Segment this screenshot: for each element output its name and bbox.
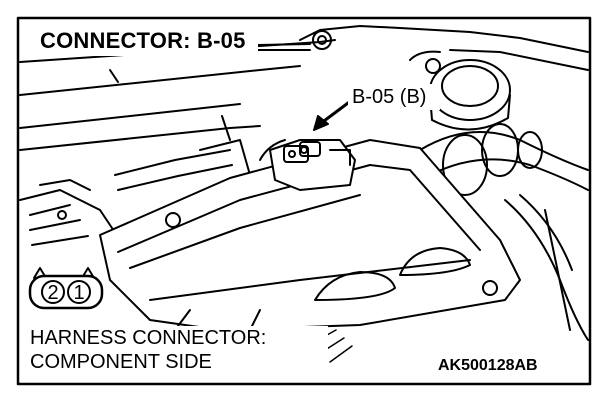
air-cleaner-cover — [99, 139, 521, 331]
pin-1-label: 1 — [73, 282, 84, 304]
figure-code: AK500128AB — [438, 357, 538, 374]
reservoir-cap — [409, 50, 511, 131]
diagram-title: CONNECTOR: B-05 — [40, 28, 246, 53]
left-bracket — [19, 139, 251, 246]
callout-label: B-05 (B) — [352, 86, 427, 108]
diagram-frame — [16, 16, 592, 386]
top-bolt — [257, 30, 332, 51]
component-side-label: COMPONENT SIDE — [30, 351, 212, 373]
hoses — [419, 123, 589, 341]
connector-face-symbol — [28, 267, 104, 310]
harness-connector-label: HARNESS CONNECTOR: — [30, 327, 267, 349]
sensor-connector-b05 — [259, 139, 356, 191]
pin-2-label: 2 — [47, 282, 58, 304]
callout-arrow — [313, 98, 354, 131]
